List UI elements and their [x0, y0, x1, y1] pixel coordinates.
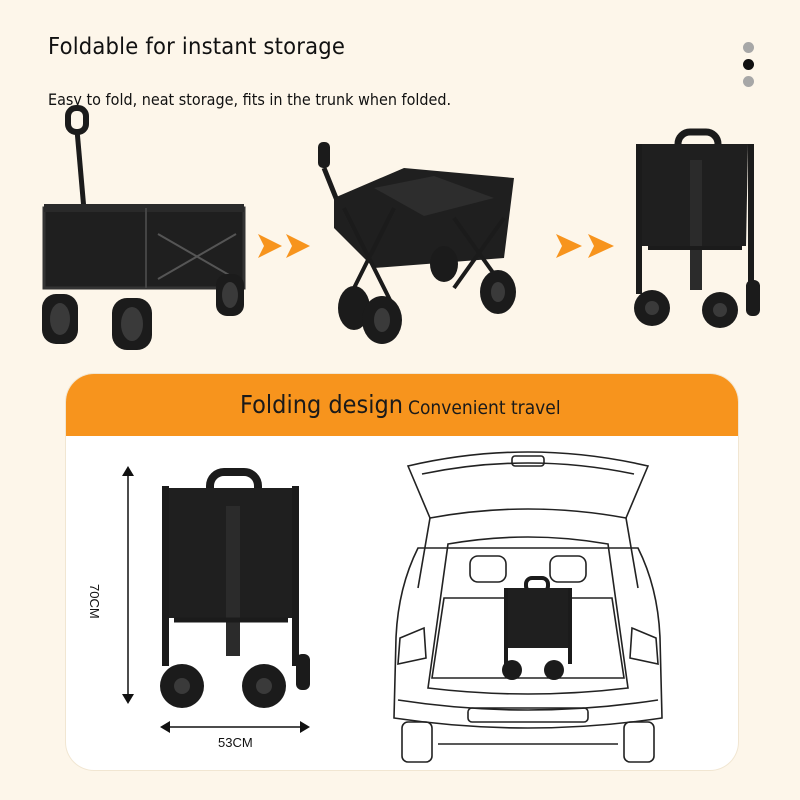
panel-heading: Folding design [240, 390, 404, 419]
folded-wagon-dimension-image [160, 468, 310, 708]
wagon-folding-image [318, 142, 516, 344]
width-dimension-arrow [160, 721, 310, 733]
carousel-pager[interactable] [742, 42, 756, 93]
wagon-unfolded-image [42, 105, 246, 350]
panel-header: Folding design Convenient travel [66, 374, 738, 436]
pager-dot-1[interactable] [743, 42, 754, 53]
page-subtitle: Easy to fold, neat storage, fits in the … [48, 90, 452, 109]
folding-design-panel: Folding design Convenient travel 70CM 53… [66, 374, 738, 770]
panel-tagline: Convenient travel [408, 397, 561, 419]
arrow-right-icon [556, 234, 614, 258]
arrow-right-icon [258, 234, 310, 258]
pager-dot-3[interactable] [743, 76, 754, 87]
height-dimension-arrow [122, 466, 134, 704]
pager-dot-2[interactable] [743, 59, 754, 70]
page-title: Foldable for instant storage [48, 34, 346, 60]
wagon-folded-image [634, 128, 760, 328]
suv-trunk-illustration [393, 451, 663, 763]
width-label: 53CM [218, 735, 253, 750]
height-label: 70CM [87, 584, 102, 619]
